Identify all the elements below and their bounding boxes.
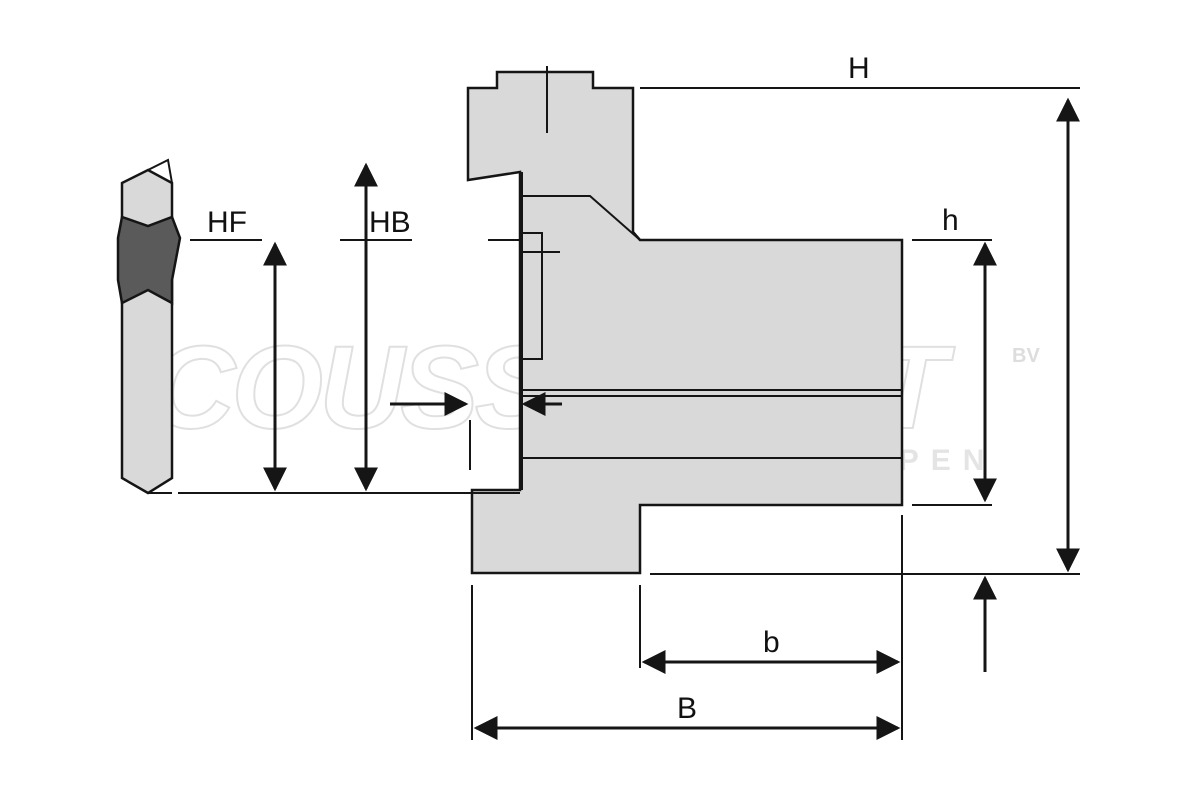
watermark-suffix: BV [1012, 345, 1040, 367]
label-H: H [848, 52, 870, 85]
tool-holder-front-view [466, 66, 904, 575]
label-HF: HF [207, 206, 247, 239]
label-HB: HB [369, 206, 411, 239]
side-profile-top-tip [147, 158, 173, 184]
label-h: h [942, 204, 959, 237]
side-profile-view [116, 158, 182, 495]
dimension-labels: H h HF HB b B [207, 52, 959, 725]
tool-holder-body [466, 70, 904, 575]
dimension-lines [263, 97, 1080, 740]
label-b: b [763, 626, 780, 659]
side-profile-clamp-jaw [116, 215, 182, 306]
upper-bevel-line [522, 195, 641, 241]
label-B: B [677, 692, 697, 725]
